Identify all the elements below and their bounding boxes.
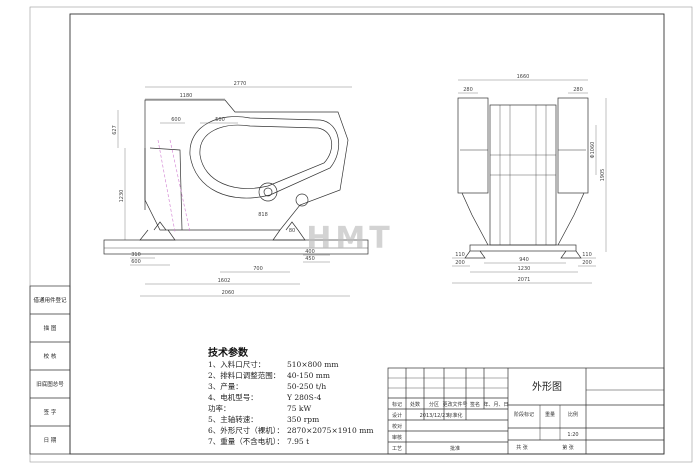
spec-line-value: 2870×2075×1910 mm [287,426,373,435]
dim-top-left: 1180 [180,93,193,99]
spec-line-value: 350 rpm [287,415,319,424]
tb-header-count: 处数 [410,401,420,408]
spec-line-value: Y 280S-4 [286,393,322,402]
dim-base-right: 80 [289,228,295,234]
specs-title: 技术参数 [208,346,249,359]
tb-designer-label: 设计 [392,412,402,419]
spec-line-value: 7.95 t [287,437,309,446]
sidebar-label-date: 日 期 [44,437,57,444]
dim-bottom-e: 2060 [222,290,235,296]
tb-header-mark: 标记 [392,401,402,408]
spec-line-value: 510×800 mm [287,360,339,369]
tb-check-label: 校对 [392,423,402,430]
tb-header-signature: 签名 [470,401,480,408]
dim-front-left-b: 200 [455,260,465,266]
dim-left-h2: 1230 [119,190,125,203]
dim-base-mid: 818 [258,212,268,218]
dim-bottom-c: 700 [253,266,263,272]
spec-line-key: 1、入料口尺寸： [208,359,265,369]
spec-line-key: 6、外形尺寸（裸机）： [208,425,284,435]
watermark-logo: HMT [306,221,393,256]
tb-sheets-total: 共 张 [516,444,528,451]
tb-approve-label: 批准 [450,445,460,452]
sidebar-label-register: 借通用件登记 [33,296,67,304]
spec-line-value: 40-150 mm [287,371,330,380]
sidebar-table: 借通用件登记 描 图 校 核 旧底图总号 签 字 日 期 [29,285,71,455]
tb-scale-value: 1:20 [567,432,578,438]
drawing-name: 外形图 [532,381,562,393]
dim-bottom-b: 600 [131,259,141,265]
dim-front-bottom-a: 940 [519,257,529,263]
tb-process-label: 工艺 [392,446,402,452]
sidebar-label-trace: 描 图 [44,324,57,332]
spec-line-value: 50-250 t/h [287,382,326,391]
tb-scale-label: 比例 [568,411,578,418]
title-block [387,367,665,455]
dim-right-a: 400 [305,249,315,255]
spec-line-key: 功率： [208,403,231,413]
dim-front-right-b: 200 [582,260,592,266]
side-view-dimensions: 2770 1180 600 500 627 1230 818 80 310 60… [112,81,315,296]
spec-line-value: 75 kW [287,404,311,413]
spec-line-key: 4、电机型号： [208,392,258,402]
dim-front-height: 1905 [600,169,606,182]
tb-header-change-doc: 更改文件号 [442,401,467,408]
dim-front-top: 1660 [517,74,530,80]
dim-front-top-right: 280 [573,87,583,93]
tb-review-label: 审核 [392,434,402,441]
spec-line-key: 5、主轴转速： [208,414,258,424]
dim-front-diameter: Φ1060 [590,142,596,159]
title-block-text: 外形图 标记 处数 分区 更改文件号 签名 年、月、日 设计 2013/12/2… [392,381,579,452]
tb-header-zone: 分区 [429,401,439,408]
sidebar-label-old-number: 旧底图总号 [36,380,64,388]
spec-line-key: 2、排料口调整范围： [208,370,280,380]
dim-right-b: 450 [305,256,315,262]
tb-sheet-number: 第 张 [562,444,574,451]
tb-header-date: 年、月、日 [483,401,508,408]
front-view-dimensions: 1660 280 280 Φ1060 1905 110 200 110 200 … [455,74,606,283]
side-view-drawing [103,86,369,297]
dim-front-top-left: 280 [463,87,473,93]
dim-front-right-a: 110 [582,252,592,258]
outer-frame [29,6,693,463]
dim-left-h1: 627 [112,125,118,135]
spec-line-key: 3、产量： [208,381,243,391]
dim-overall-top: 2770 [234,81,247,87]
sidebar-label-check: 校 核 [44,352,57,360]
dim-bottom-d: 1602 [218,278,231,284]
dim-front-left-a: 110 [455,252,465,258]
dim-hopper: 600 [171,117,181,123]
sidebar-label-sign: 签 字 [44,408,57,416]
inner-frame [69,13,665,455]
tb-design-date: 2013/12/23 [420,413,449,419]
front-view-drawing [452,79,607,284]
dim-bottom-a: 310 [131,252,141,258]
technical-specs: 技术参数 1、入料口尺寸： 510×800 mm 2、排料口调整范围： 40-1… [208,346,373,446]
dim-front-bottom-c: 2071 [518,277,531,283]
tb-standardize-label: 标准化 [447,412,462,419]
dim-top-mid: 500 [215,117,225,123]
dim-front-bottom-b: 1230 [518,266,531,272]
spec-line-key: 7、重量（不含电机）： [208,436,284,446]
tb-weight-label: 重量 [545,411,555,418]
tb-stage-label: 阶段标记 [514,411,534,418]
